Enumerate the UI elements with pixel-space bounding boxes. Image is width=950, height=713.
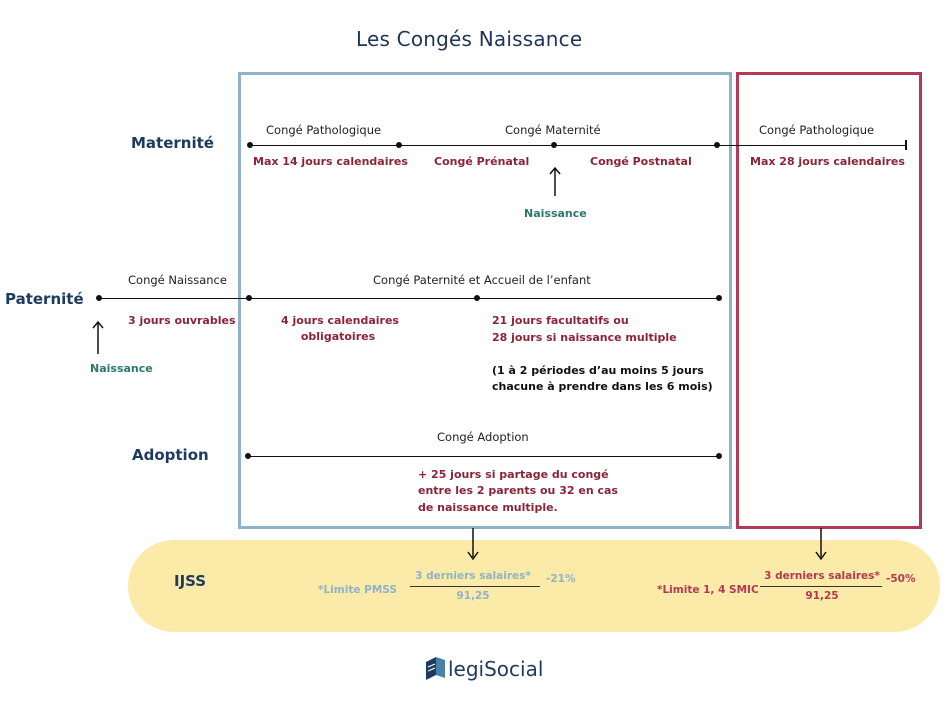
limite-smic: *Limite 1, 4 SMIC: [657, 584, 759, 596]
conge-postnatal: Congé Postnatal: [590, 155, 692, 168]
red-frame: [736, 72, 922, 529]
right-denominator: 91,25: [805, 590, 839, 602]
right-numerator: 3 derniers salaires*: [764, 570, 880, 582]
naissance-label-paternite: Naissance: [90, 362, 153, 375]
max-28-jours: Max 28 jours calendaires: [750, 155, 905, 168]
blue-frame: [238, 72, 732, 529]
maternite-tick-final: [905, 140, 907, 150]
periodes-l1: (1 à 2 périodes d’au moins 5 jours: [492, 364, 704, 377]
left-percent: -21%: [546, 573, 576, 585]
maternite-timeline: [249, 145, 906, 146]
right-fraction-bar: [760, 586, 882, 587]
left-denominator: 91,25: [456, 590, 490, 602]
paternite-label: Paternité: [5, 290, 84, 308]
maternite-tick-patho-end: [396, 142, 402, 148]
down-arrow-icon-right: [815, 528, 827, 561]
quatre-jours-l2: obligatoires: [300, 330, 376, 343]
right-percent: -50%: [886, 573, 916, 585]
left-fraction-bar: [410, 586, 540, 587]
maternite-tick-end: [714, 142, 720, 148]
conge-paternite: Congé Paternité et Accueil de l’enfant: [373, 273, 591, 287]
adoption-note-l3: de naissance multiple.: [418, 501, 558, 514]
conge-maternite: Congé Maternité: [505, 123, 601, 137]
limite-pmss: *Limite PMSS: [318, 584, 397, 596]
page-title: Les Congés Naissance: [356, 27, 583, 51]
paternite-timeline: [98, 298, 721, 299]
conge-naissance: Congé Naissance: [128, 273, 227, 287]
max-14-jours: Max 14 jours calendaires: [253, 155, 408, 168]
ijss-label: IJSS: [174, 572, 207, 590]
naissance-arrow-icon-paternite: [92, 320, 104, 354]
facultatifs-l2: 28 jours si naissance multiple: [492, 331, 677, 344]
naissance-label-maternite: Naissance: [524, 207, 587, 220]
conge-pathologique-1: Congé Pathologique: [266, 123, 382, 137]
naissance-arrow-icon: [549, 166, 561, 196]
adoption-tick-start: [245, 453, 251, 459]
paternite-tick-start: [96, 295, 102, 301]
adoption-timeline: [248, 456, 720, 457]
quatre-jours-l1: 4 jours calendaires: [281, 314, 399, 327]
legisocial-logo-icon: [426, 657, 445, 680]
periodes-l2: chacune à prendre dans les 6 mois): [492, 380, 713, 393]
paternite-tick-facultatif: [474, 295, 480, 301]
trois-jours-ouvrables: 3 jours ouvrables: [128, 314, 236, 327]
conge-prenatal: Congé Prénatal: [434, 155, 530, 168]
facultatifs-l1: 21 jours facultatifs ou: [492, 314, 629, 327]
adoption-note-l2: entre les 2 parents ou 32 en cas: [418, 484, 618, 497]
maternite-tick-birth: [551, 142, 557, 148]
adoption-label: Adoption: [132, 446, 209, 464]
legisocial-logo-text: legiSocial: [448, 657, 544, 681]
maternite-label: Maternité: [131, 134, 214, 152]
maternite-tick-start: [247, 142, 253, 148]
down-arrow-icon-left: [467, 528, 479, 561]
paternite-tick-end: [716, 295, 722, 301]
adoption-note-l1: + 25 jours si partage du congé: [418, 468, 609, 481]
left-numerator: 3 derniers salaires*: [415, 570, 531, 582]
paternite-tick-obligatoire: [246, 295, 252, 301]
conge-adoption: Congé Adoption: [437, 430, 529, 444]
conge-pathologique-2: Congé Pathologique: [759, 123, 875, 137]
adoption-tick-end: [716, 453, 722, 459]
